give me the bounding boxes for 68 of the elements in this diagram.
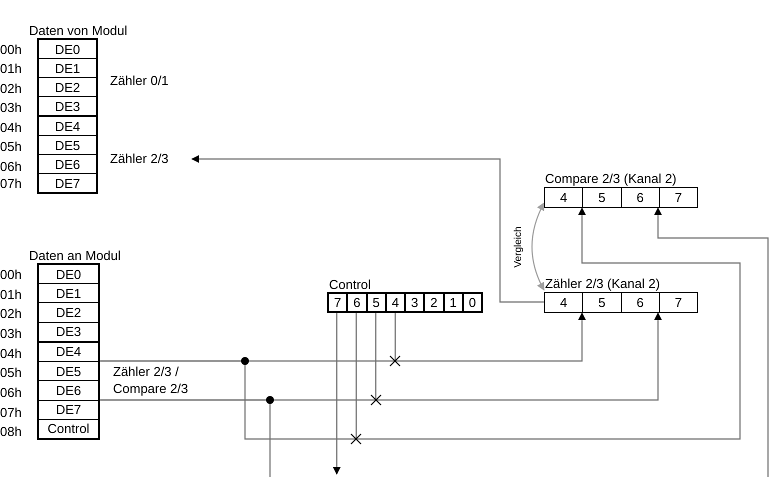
register-cell: 4	[545, 293, 584, 312]
register-cell: 4	[386, 294, 406, 311]
register-cell: Control	[39, 420, 98, 438]
register-cell: 6	[622, 188, 660, 207]
register-cell: DE4	[39, 117, 96, 136]
address-label: 04h	[0, 120, 22, 134]
register-cell: 5	[368, 294, 387, 311]
register-cell: DE3	[39, 322, 98, 343]
address-label: 02h	[0, 307, 22, 320]
register-cell: DE6	[39, 155, 96, 174]
register-title: Control	[329, 278, 371, 291]
register-title: Compare 2/3 (Kanal 2)	[545, 172, 677, 185]
register-cell: DE0	[39, 265, 98, 284]
register-title: Zähler 2/3 (Kanal 2)	[545, 277, 660, 290]
register-cell: 5	[583, 188, 622, 207]
address-label: 01h	[0, 288, 22, 300]
connector-line	[356, 313, 357, 439]
register-cell: DE7	[39, 400, 98, 420]
register-label: Zähler 0/1	[110, 72, 170, 89]
register-cell: DE2	[39, 78, 96, 97]
address-label: 02h	[0, 82, 22, 95]
register-cell: 4	[545, 188, 584, 207]
address-label: 03h	[0, 101, 22, 114]
register-cell: DE3	[39, 97, 96, 117]
address-label: 08h	[0, 425, 22, 438]
address-label: 06h	[0, 160, 22, 173]
register-cell: DE4	[39, 342, 98, 362]
register-cell: 7	[329, 294, 348, 311]
register-cell: 7	[660, 188, 697, 207]
register-cell: 7	[660, 293, 697, 312]
register-cell: 5	[583, 293, 622, 312]
register-title: Daten von Modul	[29, 24, 128, 37]
register-cell: 1	[444, 294, 464, 311]
address-label: 04h	[0, 346, 22, 360]
address-label: 01h	[0, 62, 22, 76]
address-label: 06h	[0, 386, 22, 399]
register-cell: 2	[425, 294, 444, 311]
register-cell: DE2	[39, 303, 98, 323]
connector-line	[100, 399, 271, 477]
register-title: Daten an Modul	[29, 249, 121, 262]
arrow	[332, 313, 341, 475]
edge-label: Vergleich	[514, 225, 524, 269]
address-label: 00h	[0, 42, 22, 56]
register-cell: 0	[464, 294, 481, 311]
address-label: 05h	[0, 366, 22, 380]
register-cell: 6	[622, 293, 660, 312]
register-cell: 6	[348, 294, 368, 311]
arrow	[191, 155, 544, 303]
register-label: Zähler 2/3	[110, 150, 169, 168]
connector-line	[375, 313, 376, 400]
register-cell: DE1	[39, 59, 96, 78]
address-label: 07h	[0, 406, 22, 418]
address-label: 00h	[0, 268, 22, 281]
address-label: 05h	[0, 140, 22, 154]
arrow	[531, 202, 545, 291]
arrow	[654, 207, 769, 477]
connector-line	[394, 313, 396, 361]
register-cell: DE6	[39, 381, 98, 401]
address-label: 03h	[0, 326, 22, 340]
register-cell: DE1	[39, 284, 98, 304]
register-cell: DE0	[39, 40, 96, 59]
register-cell: DE7	[39, 174, 96, 192]
register-label: 07h	[0, 175, 23, 192]
register-cell: DE5	[39, 136, 96, 155]
register-cell: 3	[406, 294, 426, 311]
register-label: Zähler 2/3 / Compare 2/3	[113, 363, 190, 397]
arrow	[100, 207, 741, 440]
register-cell: DE5	[39, 362, 98, 382]
